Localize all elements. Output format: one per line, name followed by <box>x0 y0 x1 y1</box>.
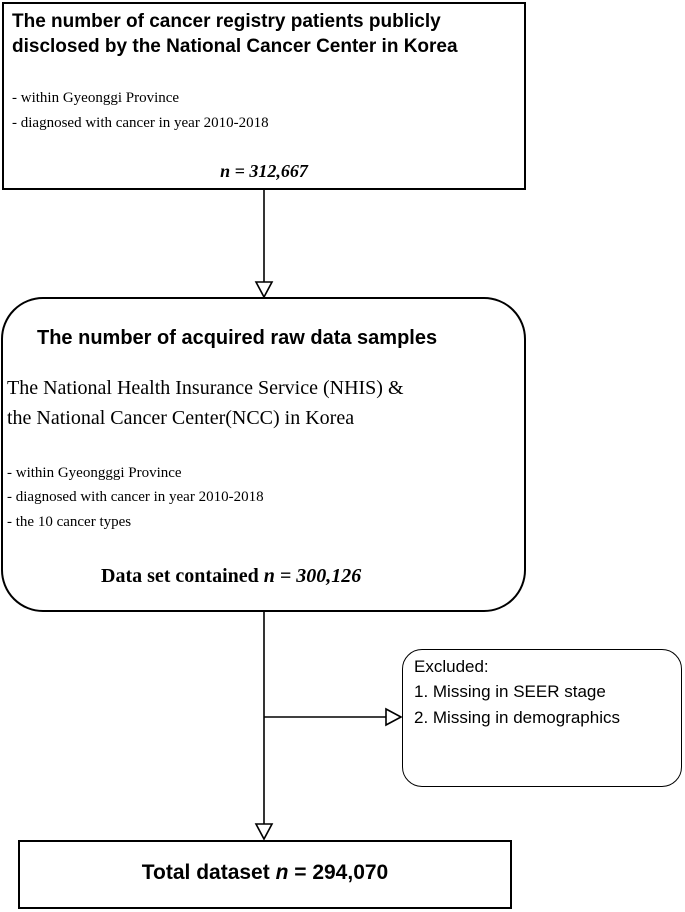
excluded-box: Excluded: 1. Missing in SEER stage 2. Mi… <box>402 649 682 787</box>
raw-data-samples-box: The number of acquired raw data samples … <box>1 297 526 612</box>
arrowhead-down-1 <box>254 281 274 299</box>
raw-data-source-line1: The National Health Insurance Service (N… <box>7 377 404 399</box>
raw-data-source-line2: the National Cancer Center(NCC) in Korea <box>7 407 355 429</box>
raw-data-bullet-3: - the 10 cancer types <box>7 514 132 530</box>
raw-data-bullet-1: - within Gyeongggi Province <box>7 465 182 481</box>
total-dataset-prefix: Total dataset <box>141 861 276 884</box>
registry-count: n = 312,667 <box>220 161 308 181</box>
registry-title-line2: disclosed by the National Cancer Center … <box>12 36 458 57</box>
raw-data-count-value: n = 300,126 <box>263 565 362 587</box>
excluded-item-1: 1. Missing in SEER stage <box>414 682 606 701</box>
raw-data-count: Data set contained n = 300,126 <box>101 565 361 588</box>
total-dataset-label: Total dataset n = 294,070 <box>20 861 510 885</box>
excluded-item-2: 2. Missing in demographics <box>414 708 620 727</box>
raw-data-count-prefix: Data set contained <box>101 565 264 587</box>
registry-patients-box: The number of cancer registry patients p… <box>2 2 526 190</box>
registry-title-line1: The number of cancer registry patients p… <box>12 11 441 32</box>
total-dataset-n: n <box>275 861 289 884</box>
arrowhead-right <box>385 707 403 727</box>
total-dataset-box: Total dataset n = 294,070 <box>18 840 512 909</box>
raw-data-title: The number of acquired raw data samples <box>37 327 438 349</box>
registry-bullet-1: - within Gyeonggi Province <box>12 90 180 106</box>
registry-bullet-2: - diagnosed with cancer in year 2010-201… <box>12 115 269 131</box>
excluded-title: Excluded: <box>414 657 489 676</box>
raw-data-bullet-2: - diagnosed with cancer in year 2010-201… <box>7 489 264 505</box>
total-dataset-value: = 294,070 <box>288 861 389 884</box>
arrowhead-down-2 <box>254 823 274 841</box>
